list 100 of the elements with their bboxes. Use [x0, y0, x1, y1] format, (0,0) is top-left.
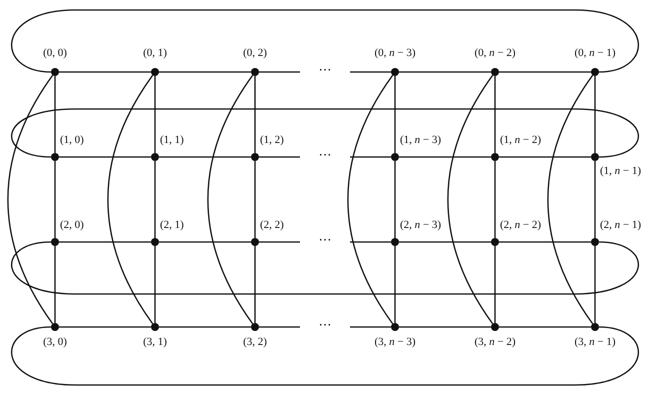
- edge-line: [259, 71, 300, 73]
- edge-line: [254, 161, 256, 238]
- curved-edge: [11, 326, 639, 386]
- ellipsis: ⋯: [318, 64, 332, 78]
- edge-line: [399, 156, 491, 158]
- edge-line: [394, 76, 396, 153]
- vertex-label: (0, n − 1): [574, 47, 616, 59]
- vertex-dot: [591, 323, 599, 331]
- curved-edge: [7, 74, 54, 324]
- ellipsis: ⋯: [318, 234, 332, 248]
- vertex-label: (3, 0): [43, 336, 67, 348]
- edge-line: [350, 241, 391, 243]
- vertex-dot: [251, 238, 259, 246]
- edge-line: [254, 76, 256, 153]
- vertex-dot: [391, 68, 399, 76]
- edge-line: [154, 76, 156, 153]
- ellipsis: ⋯: [318, 319, 332, 332]
- vertex-dot: [151, 153, 159, 161]
- edge-line: [499, 241, 591, 243]
- edge-line: [499, 71, 591, 73]
- vertex-label: (3, n − 1): [574, 336, 616, 348]
- edge-line: [399, 241, 491, 243]
- edge-line: [159, 241, 251, 243]
- edge-line: [59, 71, 151, 73]
- edge-line: [154, 246, 156, 323]
- vertex-label: (3, n − 2): [474, 336, 516, 348]
- edge-line: [594, 246, 596, 323]
- edge-line: [494, 76, 496, 153]
- vertex-dot: [151, 68, 159, 76]
- edge-line: [494, 161, 496, 238]
- vertex-dot: [251, 68, 259, 76]
- vertex-label: (1, n − 3): [400, 134, 442, 146]
- edge-line: [350, 326, 391, 328]
- vertex-dot: [51, 68, 59, 76]
- vertex-label: (0, n − 2): [474, 47, 516, 59]
- edge-line: [499, 326, 591, 328]
- curved-edge: [107, 74, 154, 324]
- vertex-label: (2, 1): [160, 219, 184, 231]
- vertex-dot: [491, 153, 499, 161]
- curved-edge: [11, 9, 639, 73]
- vertex-dot: [591, 68, 599, 76]
- vertex-dot: [391, 238, 399, 246]
- edge-line: [399, 326, 491, 328]
- edge-line: [159, 326, 251, 328]
- vertex-dot: [591, 238, 599, 246]
- vertex-label: (0, 0): [43, 47, 67, 59]
- curved-edge: [447, 74, 494, 324]
- vertex-label: (0, n − 3): [374, 47, 416, 59]
- vertex-dot: [391, 323, 399, 331]
- curved-edge: [11, 241, 639, 295]
- edge-line: [59, 156, 151, 158]
- edge-line: [394, 161, 396, 238]
- edge-line: [259, 326, 300, 328]
- vertex-label: (1, 2): [260, 134, 284, 146]
- edge-line: [394, 246, 396, 323]
- vertex-dot: [251, 323, 259, 331]
- edge-line: [54, 76, 56, 153]
- vertex-dot: [51, 153, 59, 161]
- vertex-dot: [151, 323, 159, 331]
- vertex-label: (1, 1): [160, 134, 184, 146]
- vertex-label: (3, n − 3): [374, 336, 416, 348]
- edge-line: [594, 161, 596, 238]
- vertex-dot: [391, 153, 399, 161]
- edge-line: [259, 156, 300, 158]
- edge-line: [494, 246, 496, 323]
- edge-line: [399, 71, 491, 73]
- edge-line: [159, 71, 251, 73]
- vertex-label: (2, 2): [260, 219, 284, 231]
- vertex-dot: [491, 238, 499, 246]
- curved-edge: [347, 74, 394, 324]
- vertex-dot: [51, 323, 59, 331]
- vertex-label: (2, n − 1): [600, 219, 642, 231]
- vertex-label: (3, 1): [143, 336, 167, 348]
- edge-line: [54, 246, 56, 323]
- vertex-label: (3, 2): [243, 336, 267, 348]
- edge-line: [594, 76, 596, 153]
- edge-line: [350, 71, 391, 73]
- vertex-dot: [151, 238, 159, 246]
- edge-line: [159, 156, 251, 158]
- curved-edge: [207, 74, 254, 324]
- vertex-dot: [591, 153, 599, 161]
- edge-line: [59, 326, 151, 328]
- vertex-label: (0, 1): [143, 47, 167, 59]
- vertex-label: (2, n − 3): [400, 219, 442, 231]
- edge-line: [59, 241, 151, 243]
- edge-line: [350, 156, 391, 158]
- edge-line: [154, 161, 156, 238]
- vertex-dot: [251, 153, 259, 161]
- vertex-label: (1, 0): [60, 134, 84, 146]
- vertex-label: (2, n − 2): [500, 219, 542, 231]
- edge-line: [54, 161, 56, 238]
- vertex-label: (0, 2): [243, 47, 267, 59]
- curved-edge: [547, 74, 594, 324]
- vertex-dot: [491, 323, 499, 331]
- ellipsis: ⋯: [318, 149, 332, 162]
- vertex-dot: [491, 68, 499, 76]
- vertex-dot: [51, 238, 59, 246]
- curved-edge: [11, 108, 639, 158]
- edge-line: [499, 156, 591, 158]
- edge-line: [254, 246, 256, 323]
